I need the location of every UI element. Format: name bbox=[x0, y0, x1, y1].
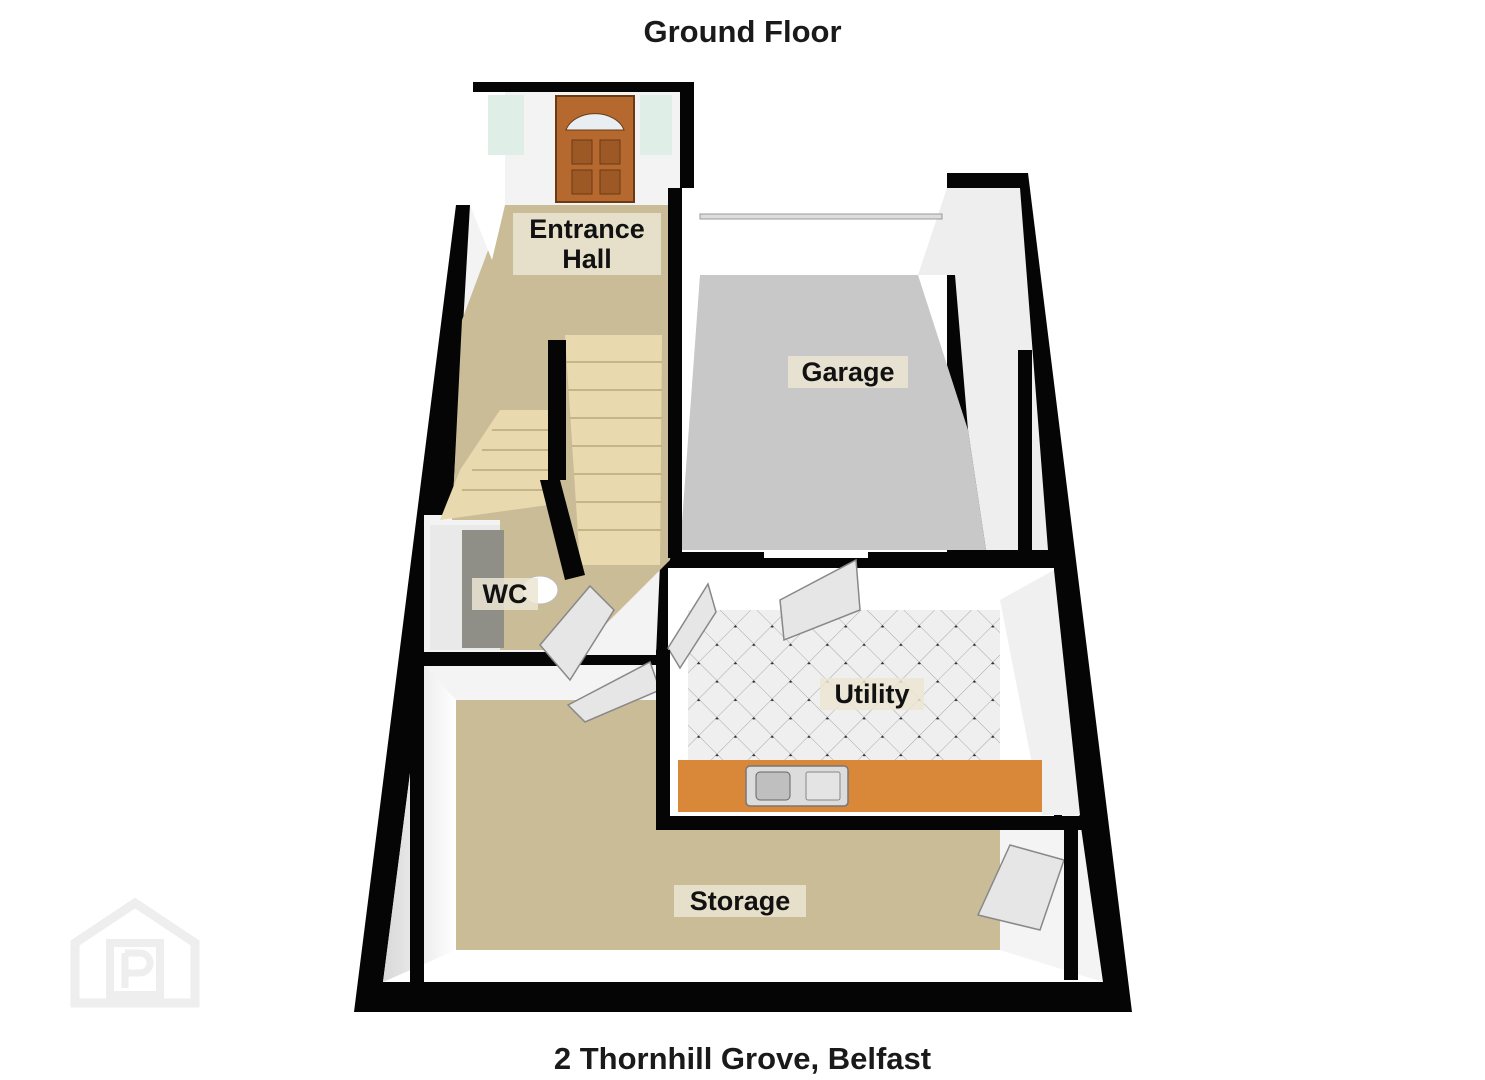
room-label-utility: Utility bbox=[820, 678, 924, 710]
room-label-entrance-hall: Entrance Hall bbox=[513, 213, 661, 275]
room-label-garage: Garage bbox=[788, 356, 908, 388]
garage-door-rail bbox=[699, 213, 943, 220]
watermark-logo-icon bbox=[70, 898, 200, 1008]
internal-doors bbox=[539, 558, 1065, 931]
wc-room bbox=[418, 525, 559, 666]
staircase bbox=[440, 335, 662, 580]
internal-walls bbox=[410, 188, 1086, 985]
room-label-wc: WC bbox=[472, 578, 538, 610]
room-label-storage: Storage bbox=[674, 885, 806, 917]
front-door bbox=[555, 95, 635, 203]
floor-title: Ground Floor bbox=[643, 14, 842, 49]
worktop bbox=[678, 760, 1042, 812]
property-address: 2 Thornhill Grove, Belfast bbox=[553, 1041, 932, 1076]
